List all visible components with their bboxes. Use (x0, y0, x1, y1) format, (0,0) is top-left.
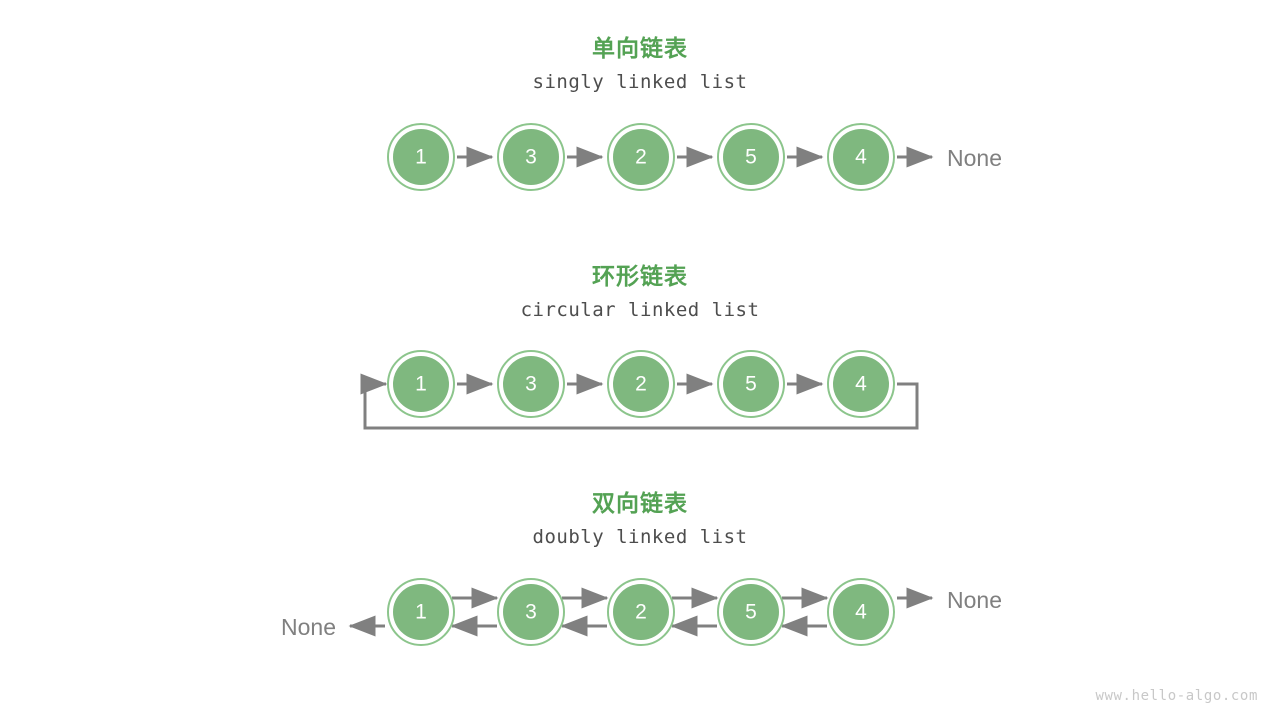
section-doubly-header: 双向链表 doubly linked list (0, 490, 1280, 549)
node-label: 3 (525, 373, 537, 396)
node-label: 1 (415, 146, 427, 169)
node-label: 1 (415, 373, 427, 396)
node-label: 2 (635, 373, 647, 396)
node-doubly-0: 1 (387, 578, 455, 646)
node-label: 4 (855, 601, 867, 624)
node-circular-3: 5 (717, 350, 785, 418)
arrow-loop-back (360, 373, 919, 430)
section-title-singly: 单向链表 (592, 35, 688, 61)
section-subtitle-singly: singly linked list (532, 71, 748, 94)
section-circular-header: 环形链表 circular linked list (0, 263, 1280, 322)
node-singly-4: 4 (827, 123, 895, 191)
node-label: 1 (415, 601, 427, 624)
doubly-list-row: 1 3 2 5 4 None None (281, 578, 1002, 646)
section-singly-header: 单向链表 singly linked list (0, 35, 1280, 94)
node-circular-0: 1 (387, 350, 455, 418)
none-label-head-doubly: None (281, 614, 336, 640)
node-label: 5 (745, 146, 757, 169)
node-label: 5 (745, 373, 757, 396)
node-label: 4 (855, 146, 867, 169)
node-doubly-2: 2 (607, 578, 675, 646)
node-label: 5 (745, 601, 757, 624)
node-singly-2: 2 (607, 123, 675, 191)
singly-list-row: 1 3 2 5 4 None (387, 123, 1002, 191)
section-title-circular: 环形链表 (592, 263, 688, 289)
node-doubly-4: 4 (827, 578, 895, 646)
node-singly-3: 5 (717, 123, 785, 191)
node-label: 3 (525, 146, 537, 169)
node-circular-1: 3 (497, 350, 565, 418)
section-subtitle-circular: circular linked list (520, 299, 760, 322)
node-circular-4: 4 (827, 350, 895, 418)
watermark: www.hello-algo.com (1095, 688, 1258, 704)
node-circular-2: 2 (607, 350, 675, 418)
node-label: 2 (635, 146, 647, 169)
none-label-tail-singly: None (947, 145, 1002, 171)
node-doubly-3: 5 (717, 578, 785, 646)
node-label: 4 (855, 373, 867, 396)
node-singly-0: 1 (387, 123, 455, 191)
node-singly-1: 3 (497, 123, 565, 191)
node-label: 3 (525, 601, 537, 624)
none-label-tail-doubly: None (947, 587, 1002, 613)
section-title-doubly: 双向链表 (592, 490, 688, 516)
section-subtitle-doubly: doubly linked list (532, 526, 748, 549)
circular-list-row: 1 3 2 5 4 (360, 350, 919, 430)
node-doubly-1: 3 (497, 578, 565, 646)
node-label: 2 (635, 601, 647, 624)
